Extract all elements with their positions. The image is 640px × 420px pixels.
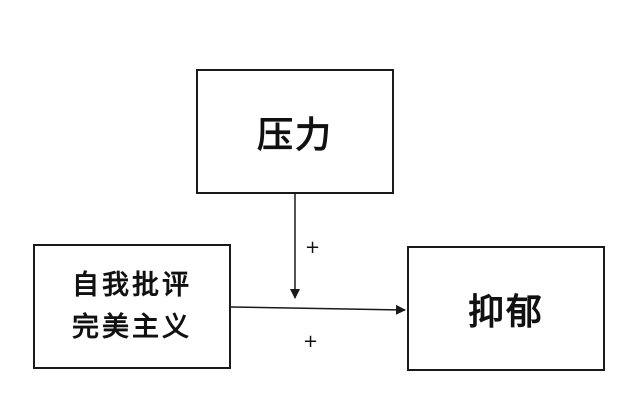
node-pressure-label: 压力 [256, 114, 333, 156]
node-pressure: 压力 [196, 69, 394, 194]
node-depression: 抑郁 [407, 246, 605, 371]
arrow-self-criticism-to-depression [230, 304, 406, 315]
node-depression-label: 抑郁 [467, 291, 544, 333]
node-self-criticism-perfectionism: 自我批评 完美主义 [33, 244, 231, 369]
node-self-criticism-label: 自我批评 [72, 269, 192, 301]
node-perfectionism-label: 完美主义 [72, 311, 192, 343]
edge-sign-main: + [303, 331, 319, 352]
edge-sign-pressure: + [305, 237, 321, 258]
